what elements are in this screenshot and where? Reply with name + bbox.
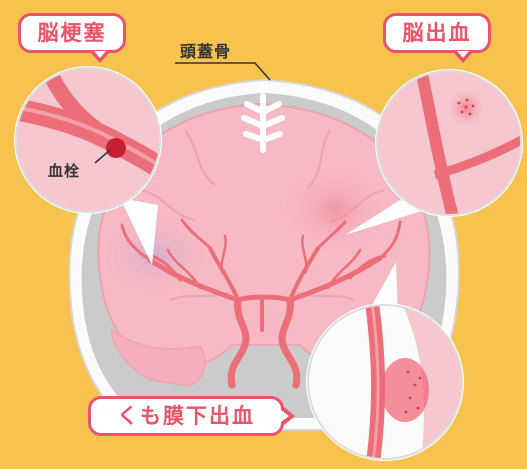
label-skull: 頭蓋骨: [180, 38, 231, 62]
label-stroke-text: 脳梗塞: [38, 21, 107, 45]
label-hemorrhage: 脳出血: [383, 13, 491, 53]
label-subarachnoid: くも膜下出血: [88, 396, 284, 436]
label-thrombus: 血栓: [48, 160, 80, 181]
label-subarachnoid-text: くも膜下出血: [117, 404, 255, 428]
skull-leader-line: [175, 63, 270, 80]
label-stroke: 脳梗塞: [18, 13, 126, 53]
thrombus: [106, 138, 126, 158]
label-hemorrhage-text: 脳出血: [403, 21, 472, 45]
